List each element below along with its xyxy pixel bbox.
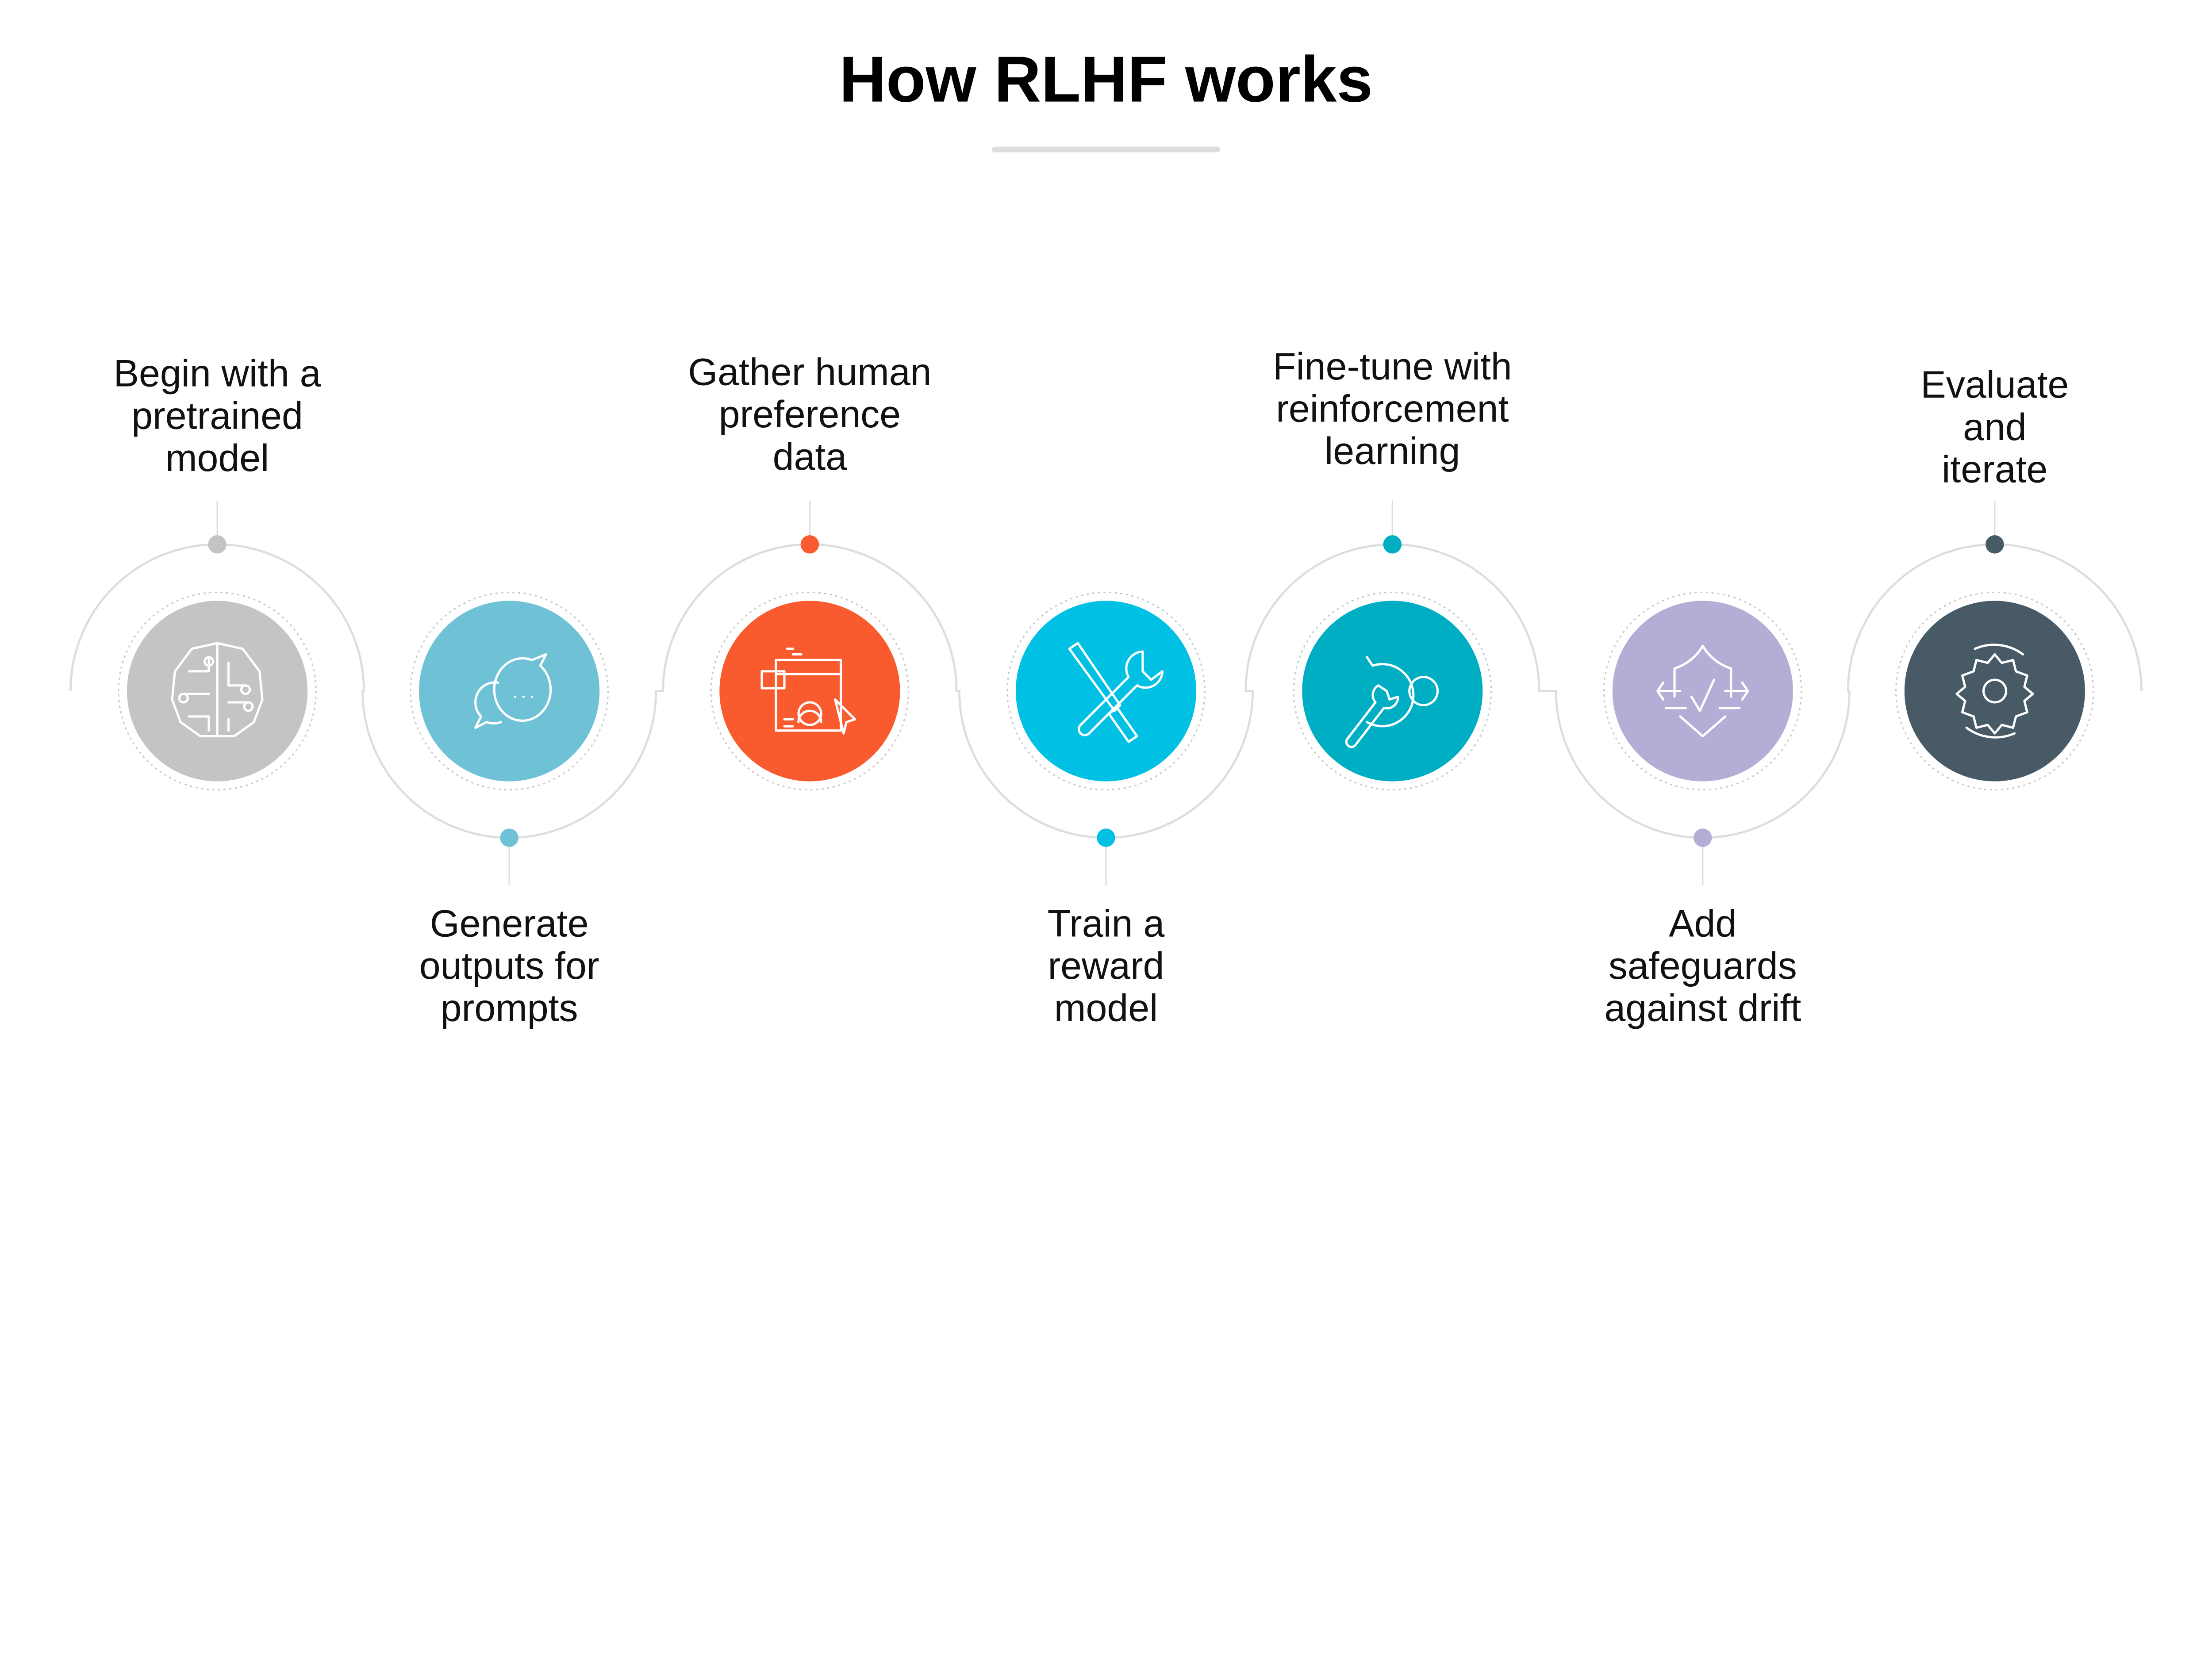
step-marker-dot (800, 535, 819, 554)
step-circle (419, 601, 600, 782)
step-circle (1302, 601, 1483, 782)
step-label-line: prompts (441, 987, 578, 1030)
step-label-line: model (165, 437, 269, 479)
step-marker-dot (1383, 535, 1402, 554)
page-title: How RLHF works (839, 43, 1373, 116)
step-marker-dot (208, 535, 227, 554)
dotted-ring (1603, 591, 1802, 791)
step-label-line: Begin with a (114, 352, 321, 395)
step-marker-dot (1694, 828, 1712, 847)
title-underline (991, 146, 1221, 153)
step-label-line: reinforcement (1276, 387, 1509, 430)
wrench-screwdriver-icon (1068, 642, 1164, 743)
step-label-line: pretrained (131, 395, 303, 437)
user-profile-form-icon (760, 648, 856, 735)
step-circle (719, 601, 900, 782)
step-label-line: reward (1048, 945, 1164, 987)
step-circle (1904, 601, 2085, 782)
step-label-line: preference (719, 393, 901, 436)
step-label-line: iterate (1942, 448, 2047, 491)
step-label-line: Generate (430, 902, 589, 945)
dotted-ring (410, 591, 609, 791)
step-marker-dot (1097, 828, 1115, 847)
step-label-line: data (773, 436, 847, 478)
dotted-ring (118, 591, 317, 791)
dotted-ring (1895, 591, 2094, 791)
step-label-line: Train a (1048, 902, 1165, 945)
step-circle (1015, 601, 1197, 782)
step-marker-dot (500, 828, 518, 847)
step-label-line: Add (1669, 902, 1736, 945)
gear-cycle-icon (1955, 644, 2034, 739)
step-label-line: outputs for (419, 945, 599, 987)
step-marker-dot (1985, 535, 2004, 554)
step-label-line: Gather human (688, 351, 931, 394)
circuit-brain-icon (171, 642, 264, 738)
step-label-line: model (1054, 987, 1158, 1030)
step-label-line: and (1963, 406, 2027, 448)
shield-check-icon (1656, 644, 1749, 738)
chat-bubbles-icon (474, 653, 552, 729)
step-label-line: Fine-tune with (1273, 345, 1512, 388)
step-circle (1612, 601, 1793, 782)
dotted-ring (1006, 591, 1206, 791)
step-label-line: safeguards (1609, 945, 1797, 987)
wrench-gears-icon (1345, 656, 1439, 748)
step-label-line: against drift (1604, 987, 1801, 1030)
step-label-line: learning (1325, 430, 1460, 472)
dotted-ring (710, 591, 910, 791)
dotted-ring (1293, 591, 1492, 791)
step-label-line: Evaluate (1920, 364, 2069, 406)
